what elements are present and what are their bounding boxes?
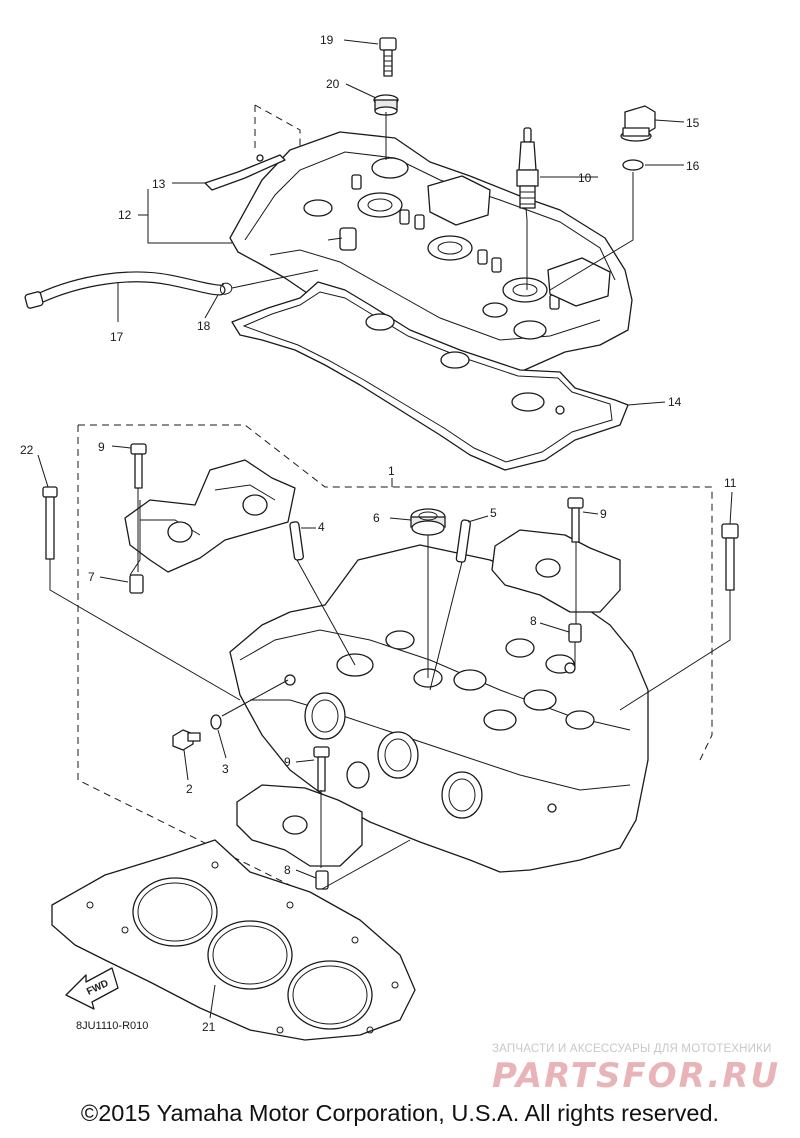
callout-16: 16 [686, 159, 700, 173]
callout-9b: 9 [600, 507, 607, 521]
cylinder-head-gasket [51, 839, 416, 1041]
callout-8a: 8 [530, 614, 537, 628]
spark-plug [516, 127, 539, 221]
intake-ports [304, 692, 483, 819]
callout-15: 15 [686, 116, 700, 130]
copyright-notice: ©2015 Yamaha Motor Corporation, U.S.A. A… [80, 1100, 720, 1126]
cover-gasket [231, 281, 629, 471]
callout-9a: 9 [98, 440, 105, 454]
plug-cap [410, 508, 446, 536]
callout-4: 4 [318, 520, 325, 534]
cover-bolt [379, 37, 397, 77]
callout-2: 2 [186, 782, 193, 796]
camshaft-caps [124, 459, 621, 867]
dowel-pin-7 [129, 574, 144, 594]
bracket-plate [204, 154, 286, 191]
leader-lines [37, 39, 733, 1019]
drawing-code: 8JU1110-R010 [76, 1020, 148, 1032]
callout-labels: 19 20 15 16 10 13 12 17 18 14 1 22 9 7 4… [20, 33, 737, 1034]
callout-17: 17 [110, 330, 124, 344]
callout-11: 11 [724, 476, 737, 490]
callout-7: 7 [88, 570, 95, 584]
plug-bolt [172, 729, 201, 751]
cylinder-head [77, 424, 713, 921]
callout-5: 5 [490, 506, 497, 520]
head-bolt-22 [42, 486, 58, 560]
cylinder-head-cover [229, 104, 633, 381]
callout-8b: 8 [284, 863, 291, 877]
watermark-tagline: ЗАПЧАСТИ И АКСЕССУАРЫ ДЛЯ МОТОТЕХНИКИ [492, 1043, 772, 1055]
washer [210, 714, 222, 730]
oil-filler-cap [620, 105, 656, 142]
pipe-guides [289, 519, 471, 563]
callout-9c: 9 [284, 755, 291, 769]
callout-13: 13 [152, 177, 166, 191]
callout-21: 21 [202, 1020, 216, 1034]
callout-20: 20 [326, 77, 340, 91]
cap-bolts [130, 443, 584, 792]
fwd-arrow-icon: FWD [65, 967, 119, 1010]
callout-12: 12 [118, 208, 132, 222]
callout-6: 6 [373, 511, 380, 525]
hose-clamp [219, 282, 233, 295]
breather-hose [24, 271, 226, 309]
callout-22: 22 [20, 443, 34, 457]
callout-1: 1 [388, 464, 395, 478]
watermark-logo: PARTSFOR.RU [492, 1056, 781, 1096]
callout-14: 14 [668, 395, 682, 409]
callout-18: 18 [197, 319, 211, 333]
grommet [373, 94, 399, 116]
callout-19: 19 [320, 33, 334, 47]
dowel-pin-8a [568, 623, 582, 643]
callout-10: 10 [578, 171, 592, 185]
o-ring [622, 159, 644, 171]
head-bolt-11 [721, 523, 739, 591]
callout-3: 3 [222, 762, 229, 776]
